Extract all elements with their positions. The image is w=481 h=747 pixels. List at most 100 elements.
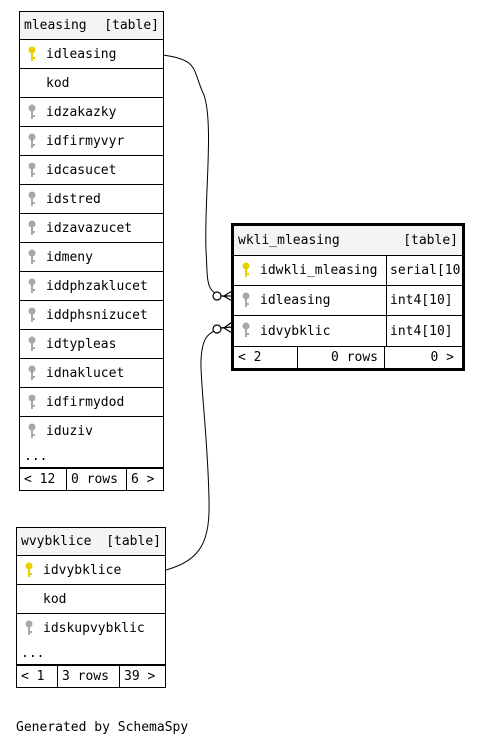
foreign-key-icon	[28, 307, 36, 322]
column-name: idwkli_mleasing	[260, 263, 378, 278]
key-slot	[20, 330, 46, 358]
table-footer: < 12 0 rows 6 >	[20, 468, 163, 490]
key-slot	[20, 417, 46, 446]
column-name: idstred	[46, 191, 101, 207]
column-row-idstred[interactable]: idstred	[20, 185, 163, 214]
foreign-key-icon	[28, 394, 36, 409]
column-row-idmeny[interactable]: idmeny	[20, 243, 163, 272]
parents-count[interactable]: < 2	[238, 350, 262, 365]
column-name-cell: idzavazucet	[20, 214, 163, 242]
column-row-iduziv[interactable]: iduziv	[20, 417, 163, 446]
column-row-iddphzaklucet[interactable]: iddphzaklucet	[20, 272, 163, 301]
table-kind: [table]	[104, 18, 159, 33]
column-row-idtypleas[interactable]: idtypleas	[20, 330, 163, 359]
key-slot	[20, 185, 46, 213]
key-slot	[234, 256, 260, 285]
key-slot	[20, 359, 46, 387]
column-name: kod	[43, 591, 67, 607]
column-name: idtypleas	[46, 336, 117, 352]
primary-key-icon	[25, 562, 33, 577]
column-name-cell: iduziv	[20, 417, 163, 446]
column-row-idzavazucet[interactable]: idzavazucet	[20, 214, 163, 243]
foreign-key-icon	[25, 620, 33, 635]
column-name-cell: idleasing	[20, 40, 163, 68]
column-row-idnaklucet[interactable]: idnaklucet	[20, 359, 163, 388]
foreign-key-icon	[28, 423, 36, 438]
column-row-iddphsnizucet[interactable]: iddphsnizucet	[20, 301, 163, 330]
more-columns: ...	[17, 643, 165, 665]
key-slot	[17, 556, 43, 584]
column-name-cell: idskupvybklic	[17, 614, 165, 643]
table-name: wkli_mleasing	[238, 233, 340, 248]
column-row-idvybklice[interactable]: idvybklice	[17, 556, 165, 585]
children-count[interactable]: 39 >	[119, 666, 165, 687]
key-slot	[234, 286, 260, 315]
key-slot	[20, 272, 46, 300]
children-count[interactable]: 0 >	[384, 347, 462, 368]
table-wvybklice[interactable]: wvybklice [table] idvybklice kod idskupvyb…	[16, 527, 166, 688]
column-row-kod[interactable]: kod	[20, 69, 163, 98]
key-slot	[20, 301, 46, 329]
foreign-key-icon	[28, 191, 36, 206]
column-name-cell: idvybklic	[234, 316, 386, 346]
column-type: int4[10]	[386, 286, 462, 315]
key-slot	[20, 243, 46, 271]
table-header: wvybklice [table]	[17, 528, 165, 556]
column-name: idmeny	[46, 249, 93, 265]
column-name: idfirmydod	[46, 394, 125, 410]
column-name: idvybklice	[43, 562, 122, 578]
key-slot	[20, 388, 46, 416]
column-name-cell: idnaklucet	[20, 359, 163, 387]
column-row-idskupvybklic[interactable]: idskupvybklic	[17, 614, 165, 643]
column-row-idleasing[interactable]: idleasing	[20, 40, 163, 69]
key-slot	[20, 127, 46, 155]
column-name: idfirmyvyr	[46, 133, 125, 149]
column-row-idfirmyvyr[interactable]: idfirmyvyr	[20, 127, 163, 156]
column-type: int4[10]	[386, 316, 462, 346]
foreign-key-icon	[242, 322, 250, 337]
column-name: iduziv	[46, 424, 93, 439]
column-name: idzakazky	[46, 104, 117, 120]
foreign-key-icon	[28, 133, 36, 148]
column-name-cell: kod	[17, 585, 165, 613]
parents-count[interactable]: < 1	[21, 669, 45, 684]
table-kind: [table]	[403, 233, 458, 248]
parents-count[interactable]: < 12	[24, 472, 56, 487]
table-name: mleasing	[24, 18, 87, 33]
row-count: 0 rows	[66, 469, 126, 490]
table-header: mleasing [table]	[20, 12, 163, 40]
column-name: idzavazucet	[46, 220, 133, 236]
edge-idvybklic	[165, 326, 227, 571]
foreign-key-icon	[28, 104, 36, 119]
key-slot	[17, 585, 43, 613]
foreign-key-icon	[28, 249, 36, 264]
column-row-idcasucet[interactable]: idcasucet	[20, 156, 163, 185]
column-row-idfirmydod[interactable]: idfirmydod	[20, 388, 163, 417]
column-name-cell: idvybklice	[17, 556, 165, 584]
column-name-cell: idfirmyvyr	[20, 127, 163, 155]
foreign-key-icon	[28, 336, 36, 351]
column-row-kod[interactable]: kod	[17, 585, 165, 614]
children-count[interactable]: 6 >	[126, 469, 163, 490]
column-name: iddphsnizucet	[46, 307, 148, 323]
key-slot	[20, 214, 46, 242]
more-columns: ...	[20, 446, 163, 468]
table-footer: < 2 0 rows 0 >	[234, 346, 462, 368]
column-name-cell: idtypleas	[20, 330, 163, 358]
foreign-key-icon	[28, 162, 36, 177]
column-name-cell: idleasing	[234, 286, 386, 315]
key-slot	[17, 614, 43, 643]
key-slot	[234, 316, 260, 346]
edge-idleasing	[162, 54, 227, 298]
column-row-idzakazky[interactable]: idzakazky	[20, 98, 163, 127]
column-name: idnaklucet	[46, 365, 125, 381]
column-name-cell: idstred	[20, 185, 163, 213]
key-slot	[20, 40, 46, 68]
